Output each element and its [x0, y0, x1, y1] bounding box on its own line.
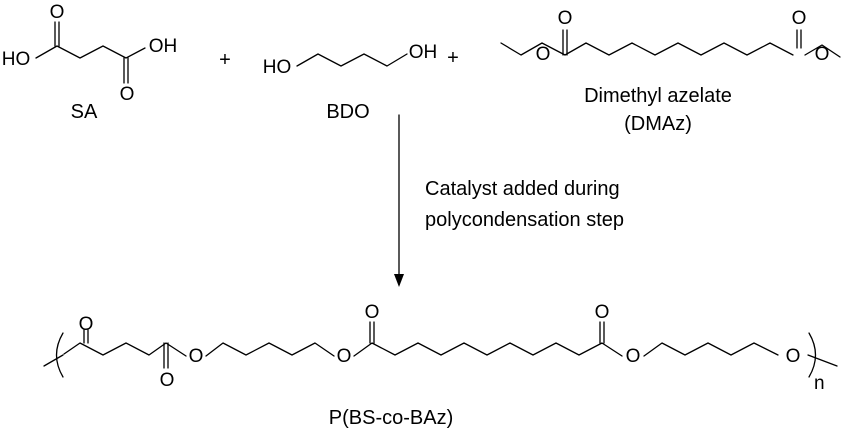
bracket-right [808, 332, 817, 378]
plus-sign-1: + [219, 49, 231, 71]
condition-text-line1: Catalyst added during [425, 178, 620, 200]
sa-atom-o-bottom: O [120, 84, 135, 105]
reaction-arrow-head [394, 274, 404, 287]
condition-text-line2: polycondensation step [425, 209, 624, 231]
product-end-bond-right [807, 354, 838, 367]
product-chain-2 [205, 342, 335, 357]
bdo-atom-ho: HO [263, 57, 292, 78]
dmaz-atom-o-carbonyl-right: O [792, 8, 807, 29]
dmaz-atom-o-ester-left: O [536, 44, 551, 65]
sa-carbonyl-top [54, 21, 60, 47]
sa-structure: O HO OH O [2, 2, 178, 105]
bdo-structure: HO OH [263, 42, 438, 78]
bdo-atom-oh: OH [409, 42, 438, 63]
bdo-bonds [296, 53, 408, 67]
product-atom-o1: O [79, 314, 94, 335]
bracket-left [55, 332, 64, 378]
product-carbonyl-3 [369, 321, 375, 344]
sa-atom-o-top: O [50, 2, 65, 23]
dmaz-label-line1: Dimethyl azelate [584, 85, 732, 107]
product-atom-o2: O [160, 370, 175, 391]
product-atom-o6: O [595, 302, 610, 323]
product-chain-4 [643, 342, 779, 357]
product-label: P(BS-co-BAz) [329, 407, 453, 429]
product-chain-3 [353, 342, 623, 357]
sa-label: SA [71, 101, 98, 123]
reaction-arrow [394, 114, 404, 287]
dmaz-atom-o-ester-right: O [815, 44, 830, 65]
sa-atom-oh: OH [149, 36, 178, 57]
product-structure: O O O O O O O O n [43, 302, 838, 394]
sa-carbonyl-bottom [123, 57, 129, 84]
product-atom-o5: O [365, 302, 380, 323]
product-atom-o8: O [786, 346, 801, 367]
product-end-bond-left [43, 354, 64, 367]
sa-bonds [35, 45, 146, 59]
dmaz-carbonyl-left [562, 29, 568, 56]
product-chain-1 [63, 342, 187, 357]
product-atom-o7: O [626, 346, 641, 367]
dmaz-carbonyl-right [796, 29, 802, 49]
dmaz-bonds-right [804, 44, 841, 58]
product-carbonyl-1 [83, 329, 89, 344]
dmaz-atom-o-carbonyl-left: O [558, 8, 573, 29]
dmaz-structure: O O O O [500, 8, 841, 65]
product-carbonyl-2 [163, 342, 169, 369]
product-atom-o4: O [337, 346, 352, 367]
dmaz-bonds-left [500, 42, 794, 56]
product-carbonyl-4 [599, 321, 605, 344]
product-atom-o3: O [189, 346, 204, 367]
bdo-label: BDO [326, 101, 369, 123]
sa-atom-ho: HO [2, 49, 31, 70]
dmaz-label-line2: (DMAz) [624, 113, 692, 135]
plus-sign-2: + [447, 47, 459, 69]
repeat-unit-subscript: n [814, 373, 825, 394]
